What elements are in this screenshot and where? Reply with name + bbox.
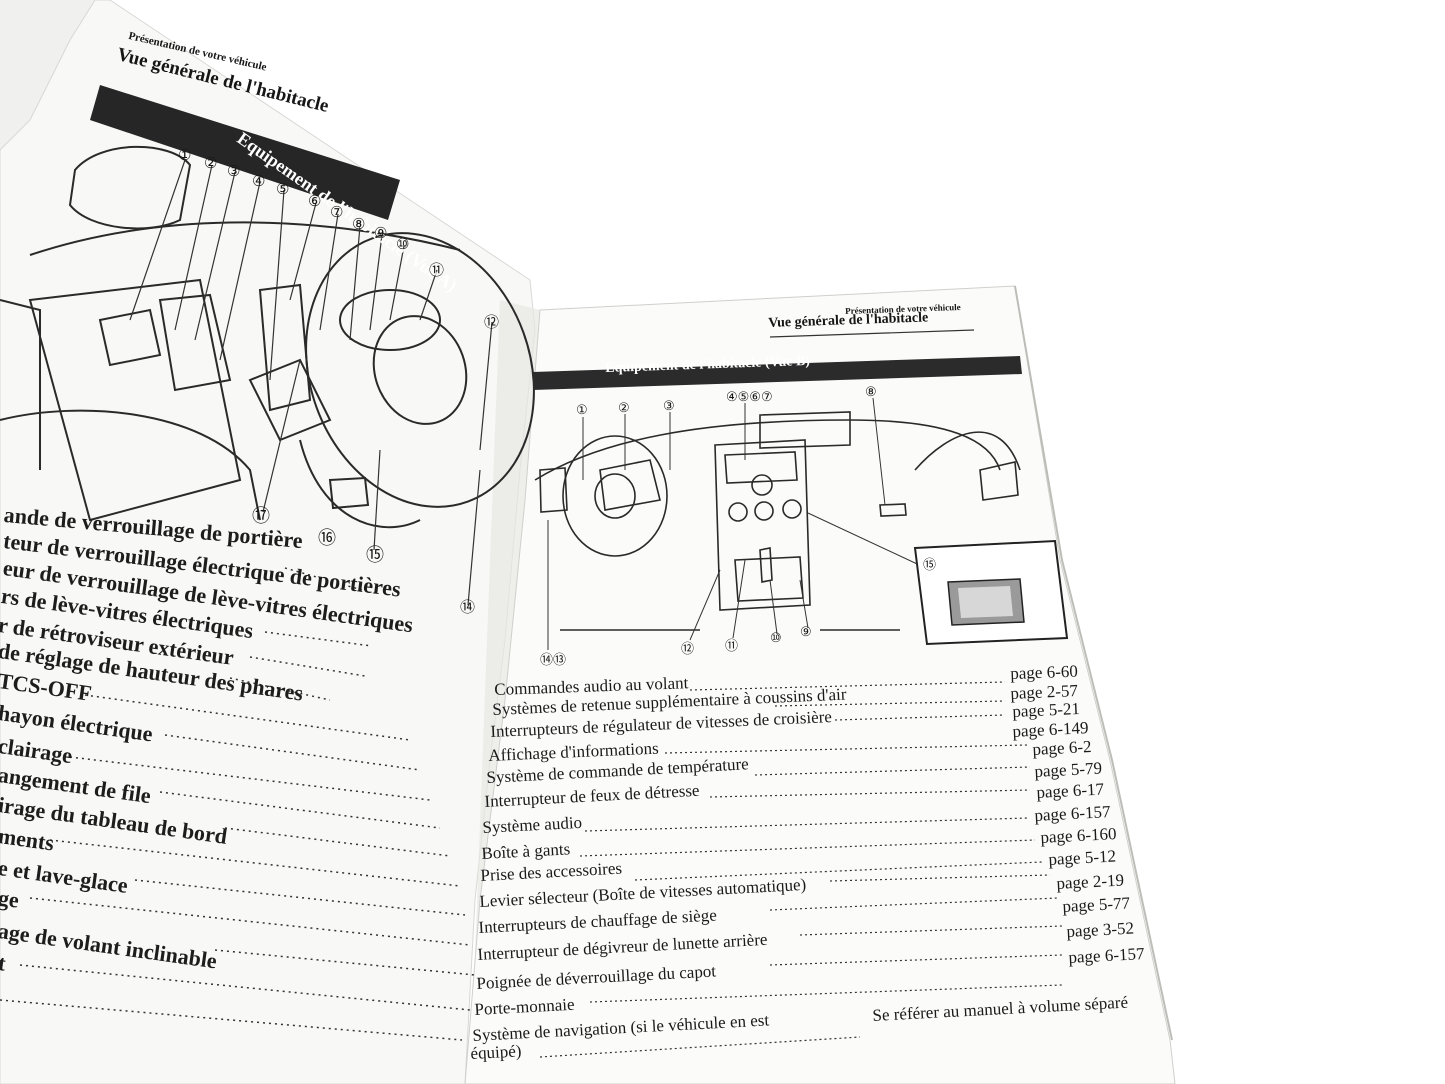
right-list-page: page 5-12 <box>1048 846 1117 869</box>
left-callout-6: ⑥ <box>308 194 322 210</box>
right-callout-8: ⑧ <box>865 384 877 399</box>
right-list-page: page 5-79 <box>1034 758 1103 781</box>
right-list-page: page 6-157 <box>1068 944 1145 967</box>
left-callout-3: ③ <box>227 164 241 180</box>
left-callout-15: ⑮ <box>366 545 384 565</box>
right-list-page: page 6-17 <box>1036 779 1105 802</box>
right-bar-shape <box>533 356 1022 390</box>
right-callout-2: ② <box>618 400 630 415</box>
left-callout-8: ⑧ <box>352 217 366 233</box>
left-list-item: ge <box>0 885 21 913</box>
left-illustration <box>0 145 535 529</box>
left-callout-10: ⑩ <box>396 237 410 253</box>
right-nav-line2: équipé) <box>470 1041 522 1063</box>
right-callout-15: ⑮ <box>923 557 937 572</box>
right-callout-3: ③ <box>663 398 675 413</box>
right-callout-1: ① <box>576 402 588 417</box>
right-callout-11: ⑪ <box>725 638 739 653</box>
right-list-page: page 5-77 <box>1062 893 1131 916</box>
right-header-rule <box>769 329 975 338</box>
right-list-page: page 6-160 <box>1040 824 1117 847</box>
right-list-page: page 3-52 <box>1066 918 1135 941</box>
left-callout-9: ⑨ <box>374 226 388 242</box>
left-callout-11: ⑪ <box>429 263 445 279</box>
nav-screen-display <box>958 586 1013 618</box>
left-callout-17: ⑰ <box>252 506 270 526</box>
left-callout-5: ⑤ <box>276 182 290 198</box>
left-callout-14: ⑭ <box>460 600 476 616</box>
left-callout-leaders <box>129 159 493 606</box>
right-page <box>464 285 1176 1084</box>
left-callout-4: ④ <box>252 174 266 190</box>
left-list-leaders <box>0 567 476 1041</box>
left-callout-2: ② <box>204 156 218 172</box>
right-callout-4-7: ④⑤⑥⑦ <box>726 389 773 404</box>
page-edge-lines <box>1014 285 1173 1041</box>
right-callout-leaders <box>547 397 931 650</box>
right-callout-12: ⑫ <box>681 641 695 656</box>
right-list-page: page 6-2 <box>1032 736 1092 759</box>
left-callout-7: ⑦ <box>330 205 344 221</box>
right-list-page: page 2-19 <box>1056 870 1125 893</box>
right-list-page: page 6-157 <box>1034 802 1111 825</box>
right-callout-14-13: ⑭⑬ <box>540 652 567 667</box>
right-callout-10: ⑩ <box>770 630 782 645</box>
right-callout-9: ⑨ <box>800 624 812 639</box>
right-list-leaders <box>539 681 1063 1058</box>
left-callout-16: ⑯ <box>318 528 336 548</box>
left-callout-12: ⑫ <box>484 315 500 331</box>
left-bar-shape <box>90 85 400 220</box>
left-callout-1: ① <box>178 148 192 164</box>
right-illustration <box>534 411 1021 631</box>
